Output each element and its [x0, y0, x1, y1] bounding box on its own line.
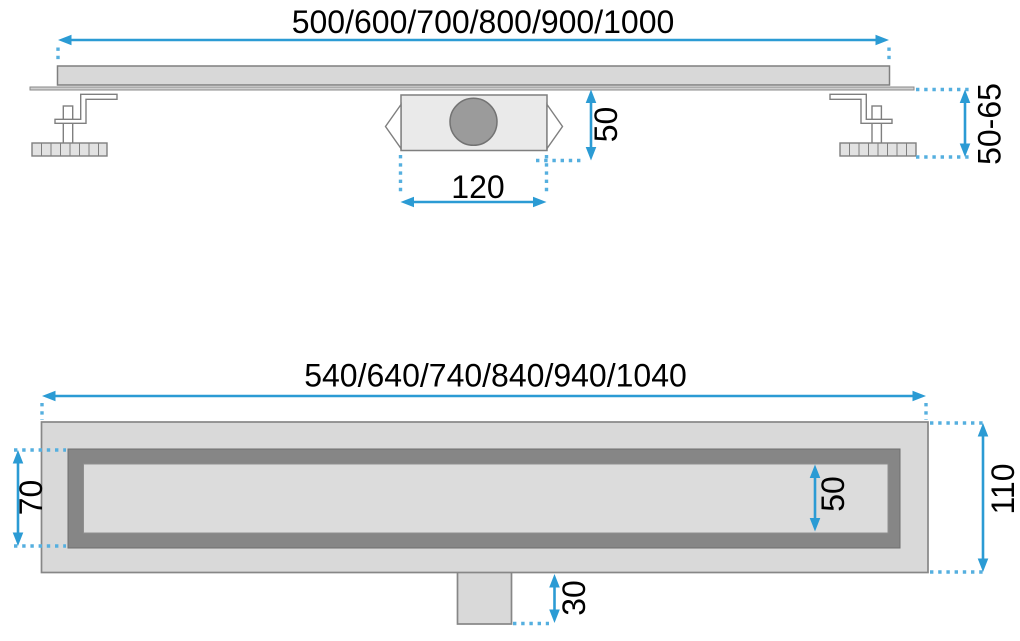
dimension-arrowhead-right [912, 390, 926, 402]
dimension-arrowhead-left [58, 34, 72, 46]
side-view: 500/600/700/800/900/1000 50 [29, 4, 1008, 208]
right-chevron-mark [546, 102, 564, 151]
right-foot-hatch [849, 143, 907, 156]
left-foot-hatch [41, 143, 99, 156]
body-width-label: 110 [985, 463, 1020, 514]
drain-outlet [456, 571, 513, 625]
install-height-label: 50-65 [972, 83, 1008, 165]
frame-width-label: 70 [13, 480, 49, 516]
dimension-arrowhead-right [533, 196, 547, 208]
dimension-arrowhead-up [549, 574, 560, 588]
right-adjuster-foot [839, 142, 917, 157]
dimension-arrowhead-left [400, 196, 414, 208]
right-adjuster-bracket [829, 93, 893, 125]
dimension-arrowhead-up [959, 89, 971, 103]
side-length-label: 500/600/700/800/900/1000 [292, 4, 675, 40]
dimension-arrowhead-down [959, 143, 971, 157]
dimension-arrowhead-down [585, 147, 597, 161]
dimension-arrowhead-left [42, 390, 56, 402]
left-adjuster-foot [31, 142, 108, 157]
dimension-arrowhead-up [977, 423, 989, 437]
dimension-arrowhead-down [977, 558, 989, 572]
dimension-arrowhead-up [585, 89, 597, 103]
grate-inner [83, 463, 889, 534]
trap-height-label: 50 [588, 107, 624, 143]
left-adjuster-bracket [54, 93, 118, 125]
channel-flange [29, 86, 915, 91]
plan-view: 540/640/740/840/940/1040 70 50 110 30 [12, 358, 1020, 626]
left-chevron-mark [384, 102, 402, 151]
siphon-outlet-circle [449, 97, 498, 147]
dimension-arrowhead-right [875, 34, 889, 46]
grate-width-label: 50 [815, 476, 851, 512]
trap-length-label: 120 [451, 169, 504, 205]
dimension-arrowhead-up [12, 450, 24, 464]
outlet-extension-label: 30 [556, 580, 592, 616]
left-adjuster-rod [62, 105, 74, 145]
dimension-arrowhead-down [809, 518, 821, 532]
dimension-arrowhead-down [12, 532, 24, 546]
channel-body [56, 65, 891, 86]
right-adjuster-rod [871, 105, 883, 145]
dimension-arrowhead-down [549, 609, 560, 623]
dimension-arrowhead-up [809, 464, 821, 478]
plan-length-label: 540/640/740/840/940/1040 [304, 358, 687, 394]
